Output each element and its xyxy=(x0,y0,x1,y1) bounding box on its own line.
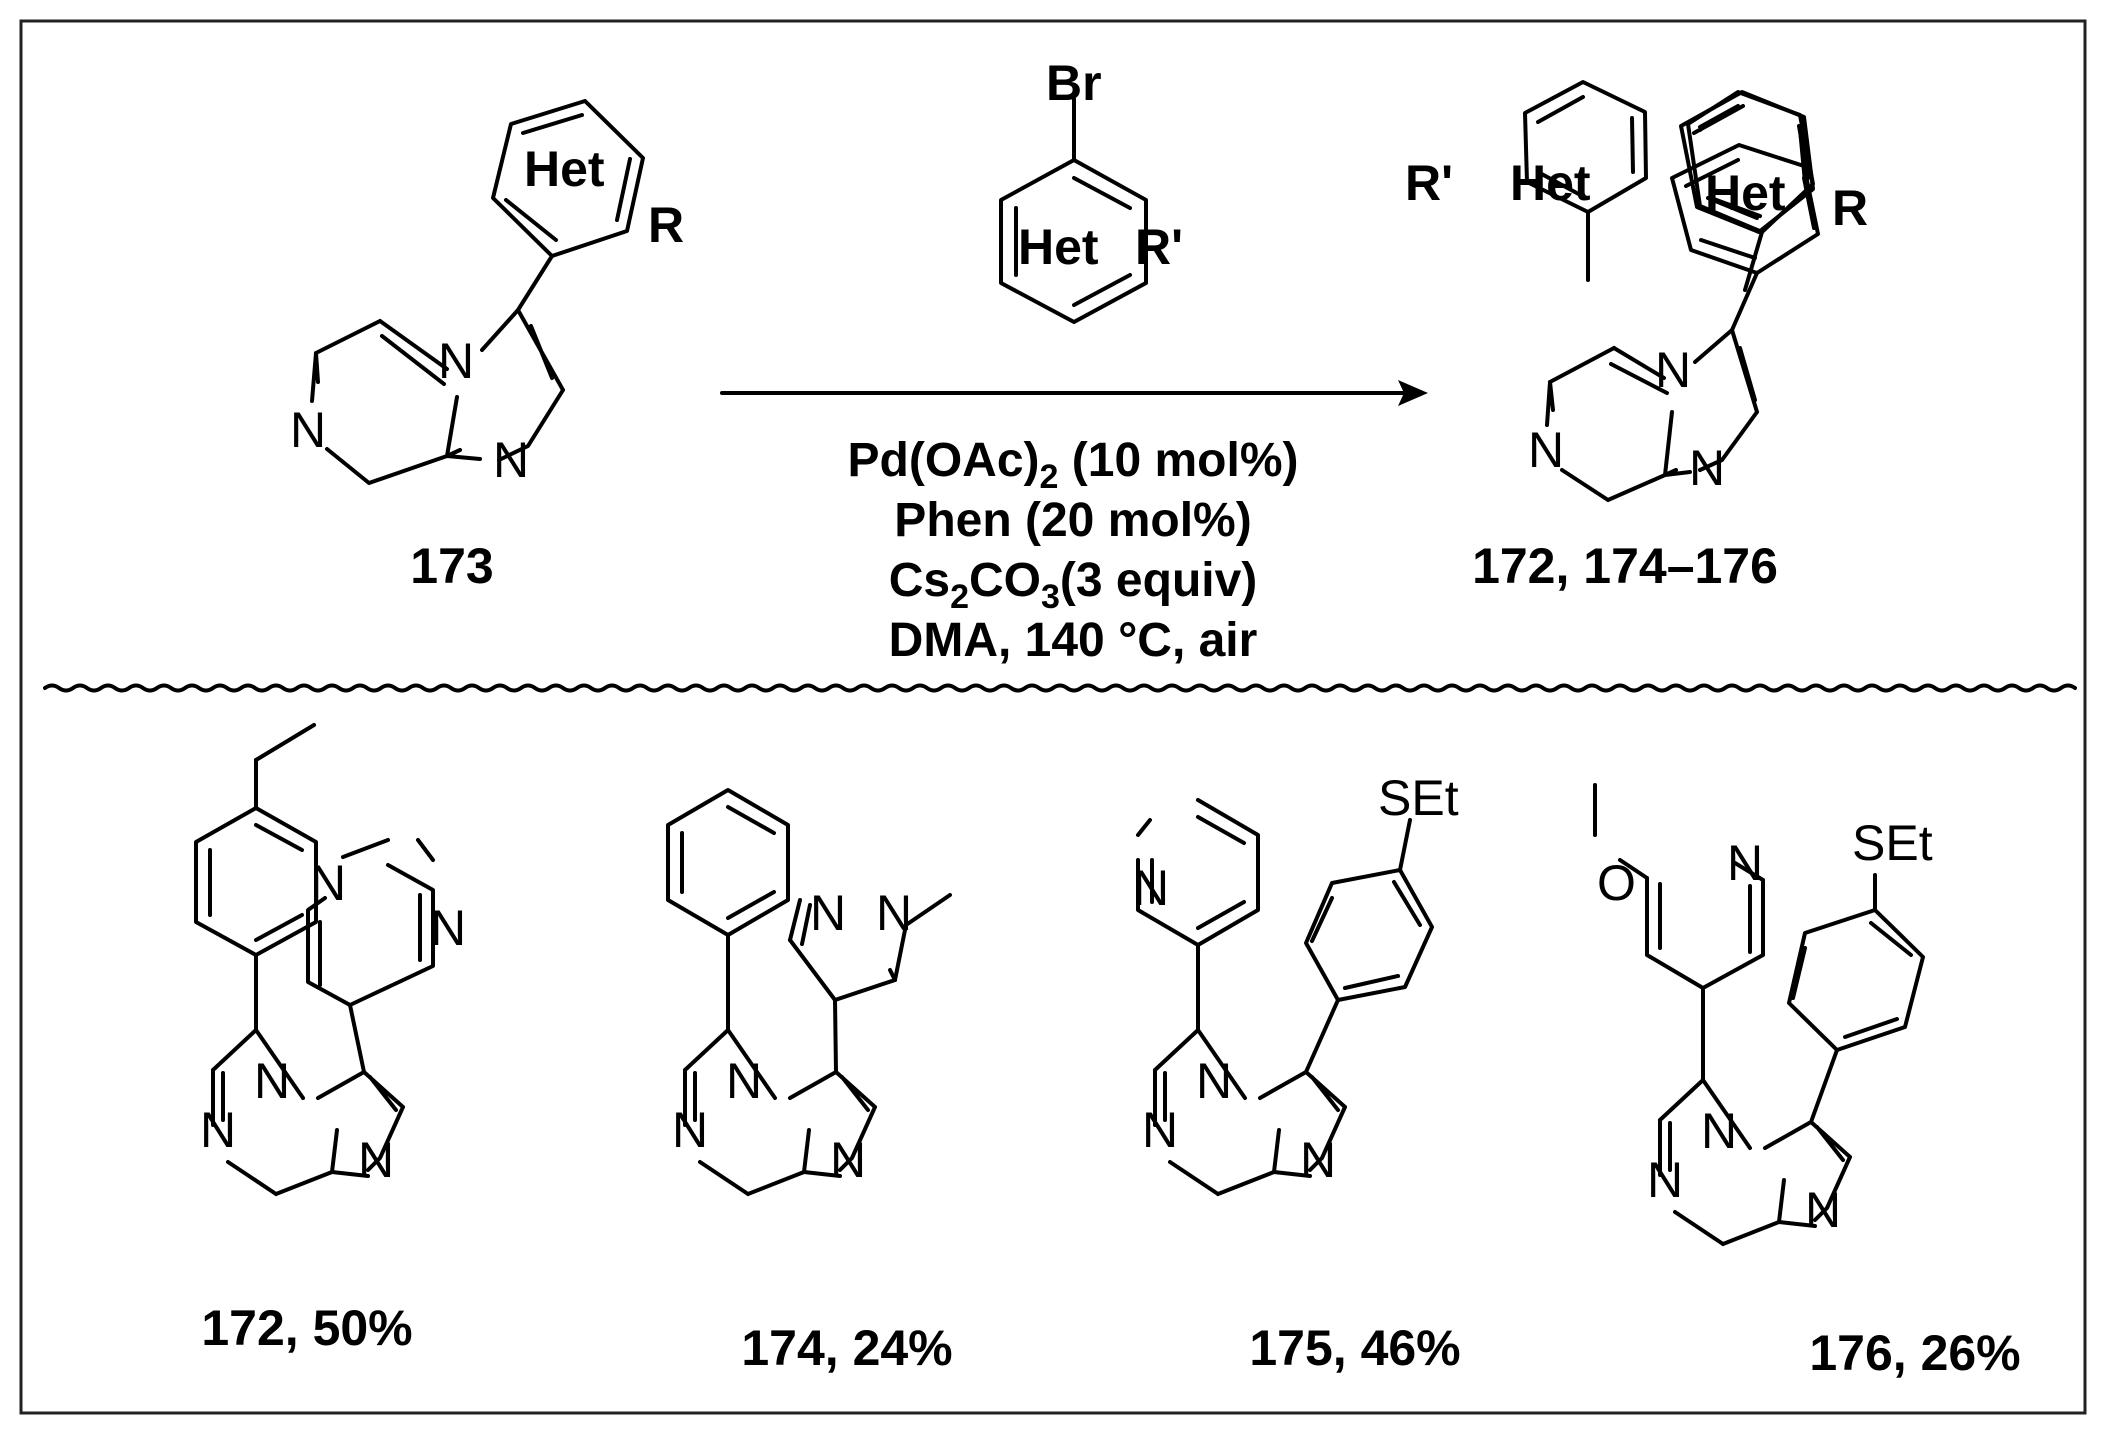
ex172-n-bridgehead: N xyxy=(254,1053,290,1109)
ex172-n-pyrazine: N xyxy=(200,1102,236,1158)
compound-173-label: 173 xyxy=(410,538,493,594)
example-174-label: 174, 24% xyxy=(741,1320,952,1376)
product-het-left: Het xyxy=(1510,155,1591,211)
compound-173-structure: N N N Het R xyxy=(290,99,684,488)
scheme-frame xyxy=(19,19,2087,1415)
ex176-set-label: SEt xyxy=(1852,815,1933,871)
aryl-bromide-structure: Br Het R' xyxy=(999,55,1183,324)
n-imidazole: N xyxy=(493,432,529,488)
reagent-rprime-label: R' xyxy=(1135,219,1183,275)
ex176-n-pyrazine: N xyxy=(1647,1152,1683,1208)
example-176-label: 176, 26% xyxy=(1809,1325,2020,1381)
ex176-n-bridgehead: N xyxy=(1701,1103,1737,1159)
ex176-n-imidazole: N xyxy=(1805,1182,1841,1238)
reagent-het-label: Het xyxy=(1018,219,1099,275)
het-label: Het xyxy=(524,141,605,197)
ex172-pyrimidine-n2: N xyxy=(430,900,466,956)
ex175-set-label: SEt xyxy=(1378,770,1459,826)
n-pyrazine: N xyxy=(290,402,326,458)
conditions-line-4: DMA, 140 °C, air xyxy=(889,614,1258,667)
ex174-n-pyrazine: N xyxy=(672,1102,708,1158)
example-175-label: 175, 46% xyxy=(1249,1320,1460,1376)
r-label: R xyxy=(648,197,684,253)
reaction-arrow xyxy=(720,380,1428,406)
product-r-label: R xyxy=(1832,180,1868,236)
product-left-aryl xyxy=(1523,80,1648,282)
product-structure-main xyxy=(1545,143,1820,502)
ex174-pyrazole-n2: N xyxy=(876,885,912,941)
wavy-divider xyxy=(43,683,2077,693)
product-n-imidazole: N xyxy=(1689,440,1725,496)
reaction-conditions: Pd(OAc)2 (10 mol%) Phen (20 mol%) Cs2CO3… xyxy=(848,434,1299,667)
br-label: Br xyxy=(1046,55,1102,111)
example-172-label: 172, 50% xyxy=(201,1300,412,1356)
n-bridgehead: N xyxy=(438,333,474,389)
ex175-pyridine-n: N xyxy=(1133,860,1169,916)
conditions-line-2: Phen (20 mol%) xyxy=(894,494,1251,547)
product-core xyxy=(1679,90,1815,234)
conditions-line-3: Cs2CO3(3 equiv) xyxy=(889,554,1258,616)
example-174-structure xyxy=(666,788,952,1196)
ex174-n-imidazole: N xyxy=(830,1132,866,1188)
product-het-right: Het xyxy=(1705,165,1786,221)
ex176-pyridine-n: N xyxy=(1727,835,1763,891)
ex175-n-imidazole: N xyxy=(1300,1132,1336,1188)
ex174-pyrazole-n1: N xyxy=(810,885,846,941)
product-label: 172, 174–176 xyxy=(1472,538,1778,594)
product-n-bridgehead: N xyxy=(1655,342,1691,398)
example-172-structure xyxy=(194,723,435,1196)
example-176-structure xyxy=(1593,783,1925,1246)
ex172-n-imidazole: N xyxy=(358,1132,394,1188)
ex174-n-bridgehead: N xyxy=(726,1053,762,1109)
conditions-line-1: Pd(OAc)2 (10 mol%) xyxy=(848,434,1299,496)
ex175-n-bridgehead: N xyxy=(1196,1053,1232,1109)
example-175-structure xyxy=(1136,798,1434,1196)
ex175-n-pyrazine: N xyxy=(1142,1102,1178,1158)
product-rprime-label: R' xyxy=(1405,155,1453,211)
product-n-pyrazine: N xyxy=(1528,422,1564,478)
ex172-pyrimidine-n1: N xyxy=(310,855,346,911)
ex176-methoxy-o: O xyxy=(1597,855,1636,911)
